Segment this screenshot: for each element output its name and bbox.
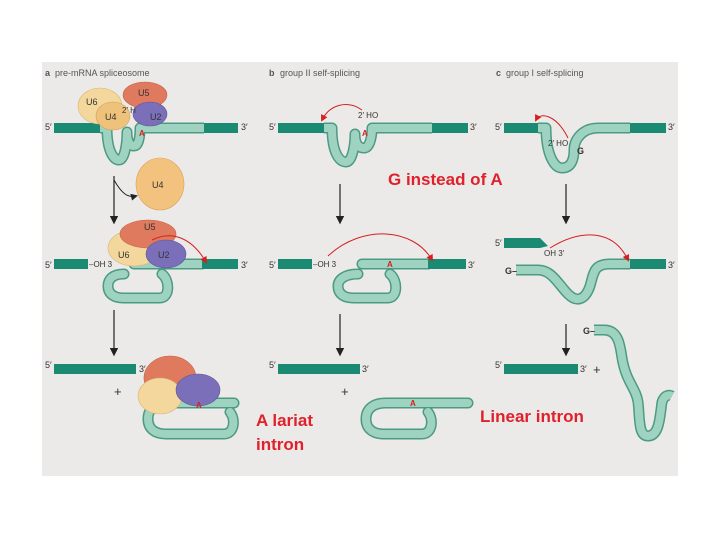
five-prime-end: 5′ xyxy=(495,360,502,370)
panel-b-row2: 5′ –OH 3 3′ A xyxy=(269,233,475,304)
five-prime-end: 5′ xyxy=(269,360,276,370)
branch-point-a: A xyxy=(196,401,202,410)
exon-1 xyxy=(54,259,88,269)
plus-sign: + xyxy=(114,384,122,399)
plus-sign: + xyxy=(593,362,601,377)
u5-label: U5 xyxy=(144,222,156,232)
branch-point-a: A xyxy=(139,129,145,138)
three-prime-end: 3′ xyxy=(362,364,369,374)
intron xyxy=(516,260,630,304)
intron xyxy=(538,124,630,172)
u5-label: U5 xyxy=(138,88,150,98)
panel-a-row2: 5′ –OH 3 3′ U5 U6 U2 xyxy=(45,219,248,304)
three-prime-end: 3′ xyxy=(580,364,587,374)
released-lariat-intron xyxy=(361,399,472,438)
splicing-diagram: a pre-mRNA spliceosome b group II self-s… xyxy=(42,62,678,476)
linear-intron xyxy=(594,326,674,440)
released-u4-label: U4 xyxy=(152,180,164,190)
hydroxyl-label: 2′ HO xyxy=(548,139,568,148)
u6-snrnp xyxy=(137,377,183,415)
five-prime-end: 5′ xyxy=(45,260,52,270)
released-u4-snrnp xyxy=(135,157,185,211)
ligated-exons xyxy=(278,364,360,374)
exon-1 xyxy=(54,123,100,133)
plus-sign: + xyxy=(341,384,349,399)
exon-1 xyxy=(278,123,324,133)
oh3-label: OH 3′ xyxy=(544,249,565,258)
panel-b-row3: 5′ 3′ + A xyxy=(269,360,474,440)
three-prime-end: 3′ xyxy=(468,260,475,270)
five-prime-end: 5′ xyxy=(45,360,52,370)
lariat-intron xyxy=(333,260,432,302)
panel-c-row2: 5′ OH 3′ 3′ G– xyxy=(495,234,675,305)
branch-point-a: A xyxy=(362,129,368,138)
five-prime-end: 5′ xyxy=(269,260,276,270)
exon-2 xyxy=(630,123,666,133)
panel-b-letter: b xyxy=(269,68,275,78)
panel-a-letter: a xyxy=(45,68,51,78)
panel-c-row3: 5′ 3′ + G– xyxy=(495,324,675,442)
u4-release-arrow xyxy=(113,179,138,201)
panel-a-row3: 5′ 3′ + A xyxy=(45,355,240,440)
u2-snrnp xyxy=(145,239,187,269)
linear-intron-annotation: Linear intron xyxy=(480,407,584,426)
three-prime-end: 3′ xyxy=(470,122,477,132)
exon-1 xyxy=(504,238,548,248)
five-prime-end: 5′ xyxy=(45,122,52,132)
nucleophilic-attack-arrow xyxy=(535,113,569,139)
ligated-exons xyxy=(54,364,136,374)
transesterification-arrow xyxy=(151,235,208,264)
panel-b-title: group II self-splicing xyxy=(280,68,360,78)
oh3-label: –OH 3 xyxy=(89,260,113,269)
exon-1 xyxy=(504,123,538,133)
transesterification-arrow xyxy=(549,234,630,262)
exon-2 xyxy=(428,259,466,269)
u2-snrnp xyxy=(132,101,168,127)
intron xyxy=(100,124,204,164)
u4-snrnp xyxy=(95,101,131,131)
intron xyxy=(324,124,432,166)
transesterification-arrow xyxy=(327,233,433,262)
panel-b-row1: 5′ 3′ 2′ HO A xyxy=(269,104,477,168)
panel-a-row1: 5′ 3′ U6 U5 U4 U2 2′ H A xyxy=(45,81,248,166)
oh3-label: –OH 3 xyxy=(313,260,337,269)
u2-snrnp xyxy=(175,373,221,407)
branch-point-a: A xyxy=(387,260,393,269)
lariat-annotation-line2: intron xyxy=(256,435,304,454)
u2-label: U2 xyxy=(150,112,162,122)
guanosine-label: G– xyxy=(583,326,595,336)
exon-2 xyxy=(432,123,468,133)
panel-c-row1: 5′ 3′ 2′ HO G xyxy=(495,113,675,174)
three-prime-end: 3′ xyxy=(241,260,248,270)
ligated-exons xyxy=(504,364,578,374)
three-prime-end: 3′ xyxy=(668,260,675,270)
panel-a-title: pre-mRNA spliceosome xyxy=(55,68,150,78)
five-prime-end: 5′ xyxy=(495,122,502,132)
u2-label: U2 xyxy=(158,250,170,260)
exon-2 xyxy=(202,259,238,269)
three-prime-end: 3′ xyxy=(668,122,675,132)
three-prime-end: 3′ xyxy=(241,122,248,132)
g-instead-of-a-annotation: G instead of A xyxy=(388,170,503,189)
exon-2 xyxy=(630,259,666,269)
five-prime-end: 5′ xyxy=(269,122,276,132)
exon-1 xyxy=(278,259,312,269)
exon-2 xyxy=(204,123,238,133)
branch-point-a: A xyxy=(410,399,416,408)
u6-label: U6 xyxy=(118,250,130,260)
panel-c-letter: c xyxy=(496,68,501,78)
five-prime-end: 5′ xyxy=(495,238,502,248)
hydroxyl-label: 2′ HO xyxy=(358,111,378,120)
three-prime-end: 3′ xyxy=(139,364,146,374)
panel-c-title: group I self-splicing xyxy=(506,68,584,78)
u6-label: U6 xyxy=(86,97,98,107)
lariat-annotation-line1: A lariat xyxy=(256,411,313,430)
u4-label: U4 xyxy=(105,112,117,122)
guanosine-label: G xyxy=(577,146,584,156)
diagram-canvas: a pre-mRNA spliceosome b group II self-s… xyxy=(42,62,678,476)
hydroxyl-label: 2′ H xyxy=(122,106,136,115)
nucleophilic-attack-arrow xyxy=(321,104,363,122)
guanosine-label: G– xyxy=(505,266,517,276)
